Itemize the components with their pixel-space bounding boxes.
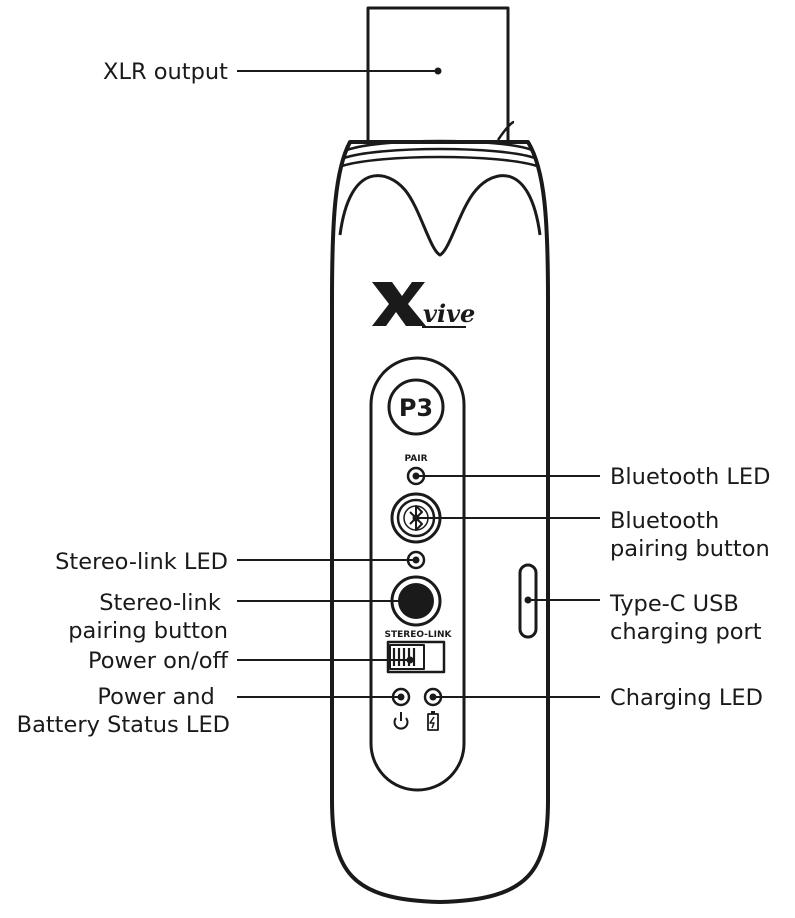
brand-name: vive [423, 299, 475, 328]
battery-charging-icon [427, 711, 439, 731]
callout-power-battery-led: Power and Battery Status LED [17, 684, 405, 738]
callout-stereo-link-led-label: Stereo-link LED [55, 549, 228, 575]
svg-text:Bluetooth pairing butt: Bluetooth pairing button [610, 508, 770, 562]
svg-text:Stereo-link pairing bu: Stereo-link pairing button [68, 590, 228, 644]
callout-xlr-output-label: XLR output [103, 59, 228, 85]
svg-text:Power on/off: Power on/off [88, 648, 229, 674]
svg-text:XLR output: XLR output [103, 59, 228, 85]
control-panel [369, 356, 466, 792]
svg-text:Charging LED: Charging LED [610, 685, 763, 711]
callout-type-c-usb-port: Type-C USB charging port [524, 591, 762, 645]
power-icon [393, 712, 409, 730]
callout-stereo-link-pairing-line1: Stereo-link [99, 590, 221, 616]
svg-text:Power and Battery Stat: Power and Battery Status LED [17, 684, 230, 738]
brand-logo: vive [372, 282, 475, 328]
callout-usb-line2: charging port [610, 619, 762, 645]
body-wave [338, 174, 542, 257]
callout-bluetooth-pairing-button: Bluetooth pairing button [412, 508, 770, 562]
pair-label: PAIR [404, 454, 427, 464]
callout-power-battery-line1: Power and [97, 684, 215, 710]
svg-text:Type-C USB charging po: Type-C USB charging port [609, 591, 762, 645]
svg-text:Stereo-link LED: Stereo-link LED [55, 549, 228, 575]
svg-text:Bluetooth LED: Bluetooth LED [610, 464, 770, 490]
callout-charging-led-label: Charging LED [610, 685, 763, 711]
callout-usb-line1: Type-C USB [609, 591, 739, 617]
power-switch[interactable] [389, 644, 425, 670]
callout-power-battery-line2: Battery Status LED [17, 712, 230, 738]
xlr-connector [366, 6, 515, 145]
transmitter-device: vive P3 PAIR [330, 6, 550, 904]
collar-rings [341, 139, 538, 168]
callout-bluetooth-led: Bluetooth LED [412, 464, 770, 490]
callout-power-switch: Power on/off [88, 648, 414, 674]
callout-bluetooth-pairing-line2: pairing button [610, 536, 770, 562]
model-badge-label: P3 [399, 394, 433, 422]
callout-stereo-link-pairing-line2: pairing button [68, 618, 228, 644]
callout-xlr-output: XLR output [103, 59, 442, 85]
logo-x-mark [372, 282, 426, 326]
model-badge: P3 [387, 378, 445, 436]
callout-bluetooth-led-label: Bluetooth LED [610, 464, 770, 490]
callout-power-switch-label: Power on/off [88, 648, 229, 674]
callout-stereo-link-pairing-button: Stereo-link pairing button [68, 590, 420, 644]
callout-stereo-link-led: Stereo-link LED [55, 549, 420, 575]
callout-charging-led: Charging LED [429, 685, 763, 711]
callout-bluetooth-pairing-line1: Bluetooth [610, 508, 719, 534]
stereo-link-label: STEREO-LINK [385, 630, 453, 640]
